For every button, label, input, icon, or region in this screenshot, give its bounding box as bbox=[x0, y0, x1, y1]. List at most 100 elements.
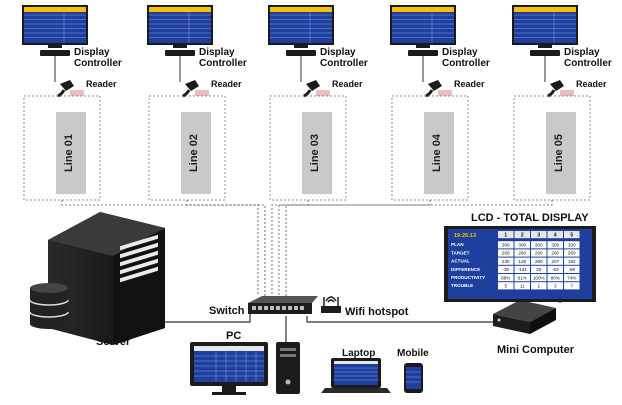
wifi-hotspot-label: Wifi hotspot bbox=[345, 306, 409, 318]
lcd-header-text: 3 bbox=[537, 233, 540, 239]
display-controller-box bbox=[408, 50, 438, 56]
mini-computer-cable bbox=[306, 316, 495, 323]
lcd-cell bbox=[531, 257, 547, 265]
station-screen-header bbox=[514, 7, 576, 12]
mobile-label: Mobile bbox=[397, 348, 429, 359]
station-5 bbox=[512, 5, 591, 201]
production-line-box bbox=[546, 112, 576, 194]
mini-computer-icon bbox=[493, 300, 556, 334]
lcd-row-name: ACTUAL bbox=[451, 259, 470, 264]
production-line-box bbox=[181, 112, 211, 194]
reader-label: Reader bbox=[576, 79, 607, 89]
display-controller-label: Controller bbox=[320, 58, 368, 69]
station-screen-stand bbox=[48, 45, 62, 48]
lcd-cell bbox=[564, 282, 580, 290]
station-screen bbox=[514, 7, 576, 43]
mobile-icon bbox=[404, 363, 423, 393]
reader-beam bbox=[560, 90, 574, 96]
switch-label: Switch bbox=[209, 305, 245, 317]
lcd-cell-value: 88% bbox=[501, 275, 510, 280]
lcd-cell-value: 230 bbox=[502, 259, 510, 264]
lcd-cell-value: -53 bbox=[552, 267, 559, 272]
lcd-clock: 19:26:13 bbox=[454, 233, 476, 239]
lcd-title: LCD - TOTAL DISPLAY bbox=[471, 212, 589, 224]
lcd-cell bbox=[531, 241, 547, 249]
lcd-cell bbox=[564, 241, 580, 249]
station-screen-stand bbox=[416, 45, 430, 48]
lcd-cell-value: -30 bbox=[502, 267, 509, 272]
lcd-cell bbox=[514, 241, 530, 249]
reader-beam bbox=[316, 90, 330, 96]
station-to-switch-cable bbox=[186, 200, 266, 296]
lcd-cell bbox=[564, 265, 580, 273]
lcd-header-cell bbox=[547, 231, 563, 239]
reader-icon bbox=[185, 80, 199, 91]
display-controller-label: Display bbox=[74, 47, 110, 58]
production-line-box bbox=[56, 112, 86, 194]
display-controller-box bbox=[165, 50, 195, 56]
lcd-cell-value: 260 bbox=[518, 251, 526, 256]
lcd-cell-value: 207 bbox=[551, 259, 559, 264]
station-area bbox=[513, 95, 591, 201]
station-screen bbox=[392, 7, 454, 43]
lcd-cell-value: 300 bbox=[518, 243, 526, 248]
station-screen bbox=[149, 7, 211, 43]
station-to-switch-cable bbox=[271, 200, 309, 296]
stations-layer bbox=[22, 5, 591, 201]
display-controller-label: Display bbox=[564, 47, 600, 58]
production-line-label: Line 01 bbox=[62, 134, 75, 172]
lcd-cell bbox=[547, 241, 563, 249]
lcd-cell bbox=[498, 274, 514, 282]
lcd-header-cell bbox=[531, 231, 547, 239]
server-icon bbox=[29, 212, 165, 345]
station-screen-stand bbox=[538, 45, 552, 48]
lcd-cell-value: 5 bbox=[504, 284, 507, 289]
lcd-cell bbox=[514, 265, 530, 273]
reader-beam bbox=[438, 90, 452, 96]
station-to-switch-cable bbox=[278, 200, 431, 296]
lcd-cell bbox=[547, 282, 563, 290]
lcd-row-name: TROUBLE bbox=[451, 283, 473, 288]
display-controller-label: Display bbox=[199, 47, 235, 58]
reader-beam bbox=[195, 90, 209, 96]
lcd-cell bbox=[564, 274, 580, 282]
production-line-label: Line 02 bbox=[187, 134, 200, 172]
pc-monitor-icon bbox=[190, 342, 268, 395]
display-controller-label: Controller bbox=[564, 58, 612, 69]
lcd-cell-value: 152 bbox=[568, 259, 576, 264]
production-line-box bbox=[302, 112, 332, 194]
pc-label: PC bbox=[226, 330, 242, 342]
server-label: Server bbox=[96, 336, 131, 348]
display-controller-box bbox=[530, 50, 560, 56]
display-controller-label: Controller bbox=[442, 58, 490, 69]
lcd-cell-value: 7 bbox=[570, 284, 573, 289]
reader-handle bbox=[57, 89, 66, 98]
lcd-cell-value: 300 bbox=[551, 243, 559, 248]
lcd-cell-value: 260 bbox=[551, 251, 559, 256]
station-area bbox=[391, 95, 469, 201]
lcd-cell bbox=[498, 249, 514, 257]
lcd-cell-value: 129 bbox=[518, 259, 526, 264]
lcd-cell bbox=[498, 257, 514, 265]
lcd-row-name: PLAN bbox=[451, 242, 464, 247]
display-controller-label: Display bbox=[442, 47, 478, 58]
display-controller-label: Controller bbox=[74, 58, 122, 69]
station-3 bbox=[268, 5, 347, 201]
lcd-cell bbox=[547, 274, 563, 282]
station-screen-header bbox=[392, 7, 454, 12]
station-area bbox=[269, 95, 347, 201]
wifi-router-icon bbox=[321, 296, 341, 313]
lcd-cell bbox=[564, 257, 580, 265]
switch-icon bbox=[248, 296, 318, 314]
lcd-cell-value: -88 bbox=[568, 267, 575, 272]
laptop-icon bbox=[321, 358, 391, 393]
reader-icon bbox=[306, 80, 320, 91]
station-to-switch-cable bbox=[285, 200, 553, 296]
lcd-cell bbox=[514, 274, 530, 282]
production-line-label: Line 04 bbox=[430, 134, 443, 172]
station-screen bbox=[24, 7, 86, 43]
lcd-cell-value: 260 bbox=[535, 259, 543, 264]
